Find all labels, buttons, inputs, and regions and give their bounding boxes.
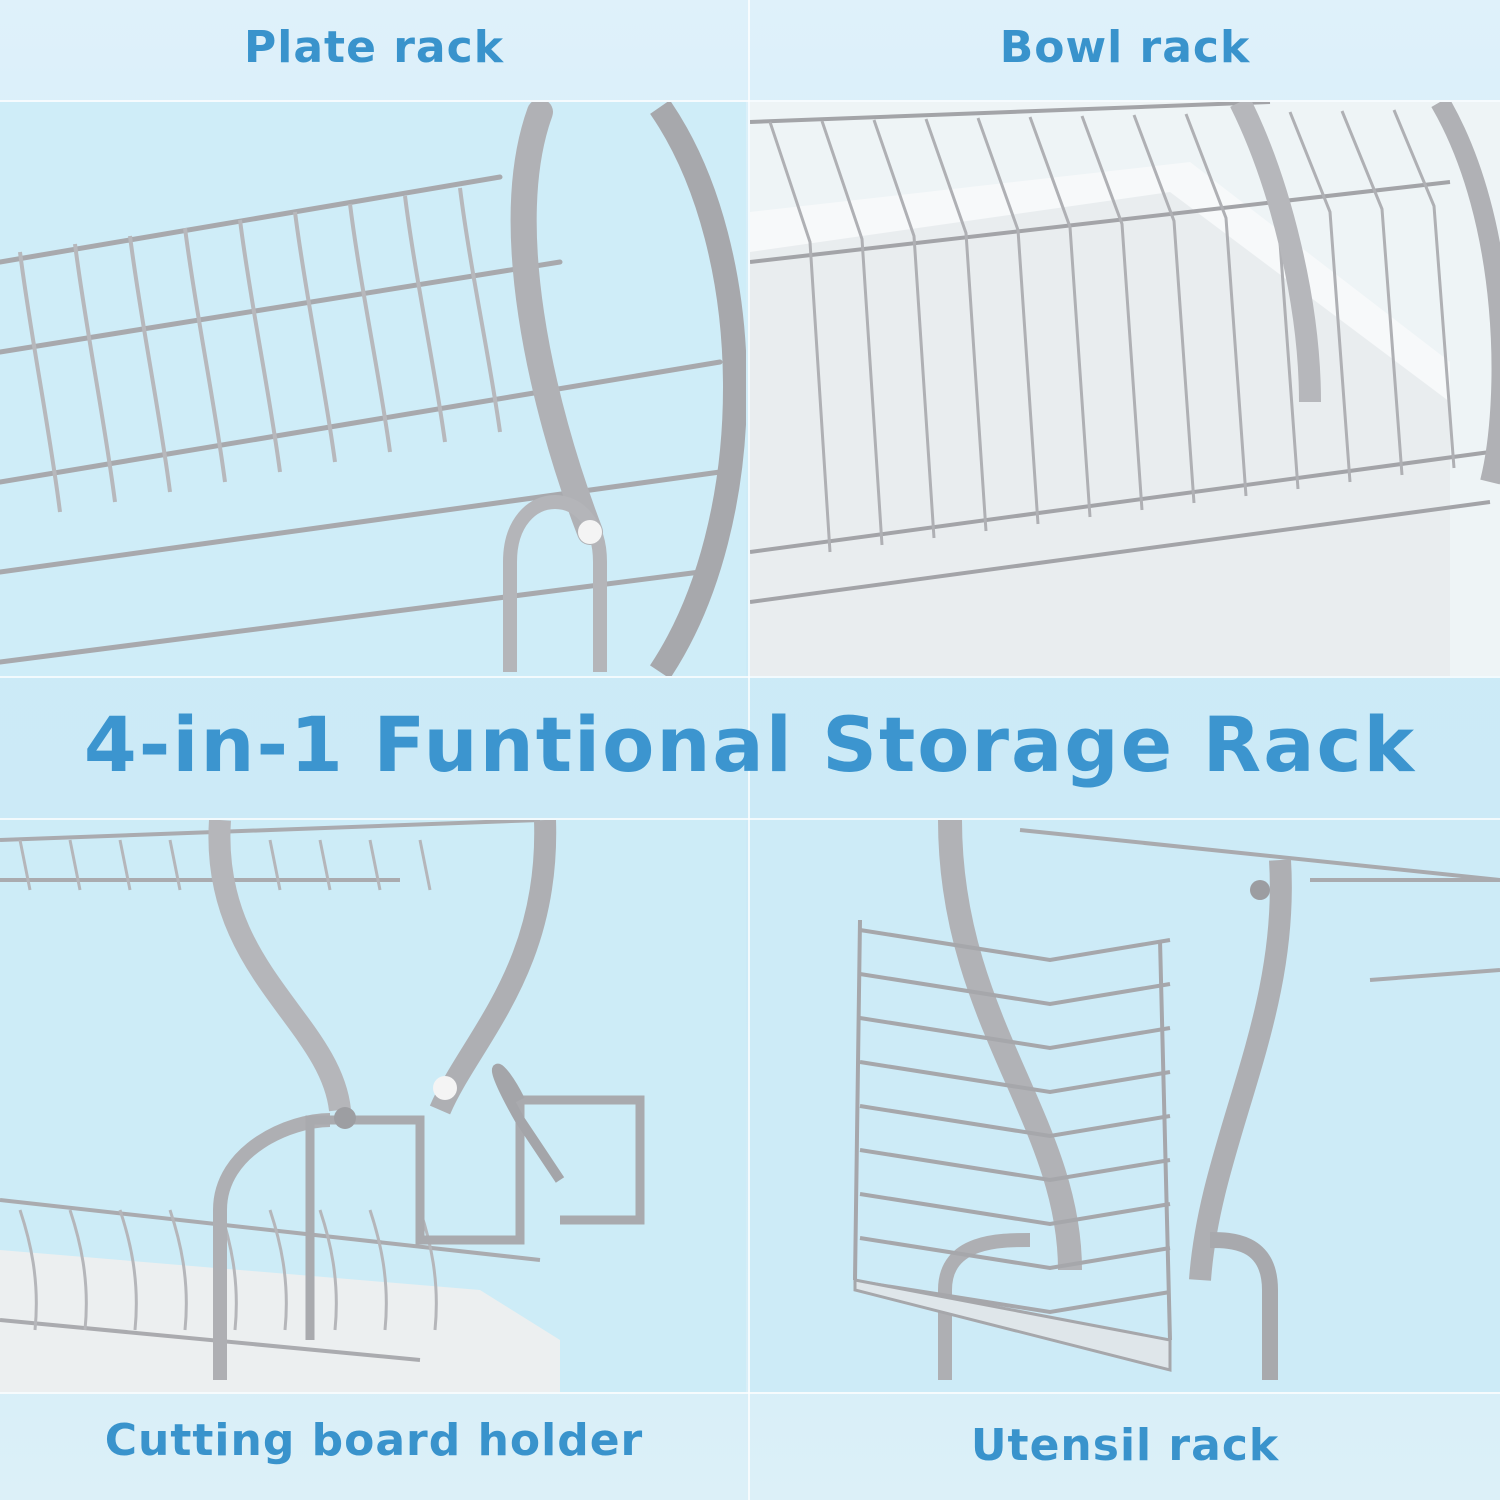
- utensil-rack-photo: [750, 820, 1500, 1392]
- plate-rack-label: Plate rack: [244, 22, 504, 73]
- cutting-board-holder-photo: [0, 820, 746, 1392]
- bowl-rack-label: Bowl rack: [999, 22, 1251, 73]
- utensil-rack-label: Utensil rack: [970, 1420, 1280, 1471]
- plate-rack-photo: [0, 102, 746, 676]
- main-title: 4-in-1 Funtional Storage Rack: [83, 700, 1417, 789]
- cutting-board-holder-label: Cutting board holder: [104, 1415, 644, 1466]
- bowl-rack-photo: [750, 102, 1500, 676]
